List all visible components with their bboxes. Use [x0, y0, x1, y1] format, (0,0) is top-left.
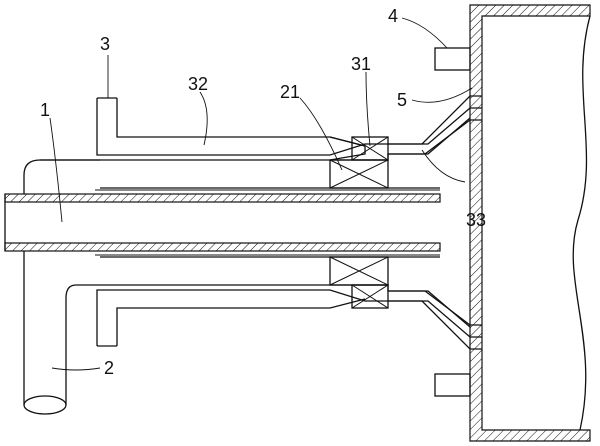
furnace-wall — [469, 4, 591, 442]
secondary-pipe-lower-inner — [97, 298, 366, 347]
cone-31-upper — [351, 136, 389, 161]
cone-31-lower-cross — [351, 284, 389, 309]
label-33: 33 — [466, 210, 486, 230]
label-31: 31 — [351, 54, 371, 74]
wall-mount-bottom — [434, 373, 471, 397]
leader-5 — [411, 87, 473, 103]
leader-32 — [199, 91, 208, 146]
label-5: 5 — [397, 90, 407, 110]
leader-21 — [299, 97, 343, 171]
swirler-lower-cross — [329, 256, 389, 286]
label-3: 3 — [100, 34, 110, 54]
label-32: 32 — [188, 74, 208, 94]
wall-mount-top — [434, 47, 471, 71]
inlet-pipe-lower-outer — [65, 284, 100, 405]
central-pipe-wall-bottom — [4, 242, 441, 252]
cone-31-lower — [351, 284, 389, 309]
leader-31 — [365, 71, 371, 147]
leader-1 — [49, 117, 63, 223]
cone-31-upper-cross — [351, 136, 389, 161]
inlet-pipe-opening — [23, 395, 67, 415]
leader-4 — [401, 17, 448, 49]
diffuser-lower — [388, 300, 482, 350]
diffuser-lower-inner — [388, 290, 471, 328]
label-2: 2 — [104, 358, 114, 378]
diffuser-upper-inner — [388, 117, 471, 155]
label-4: 4 — [388, 6, 398, 26]
swirler-upper-cross — [329, 159, 389, 189]
secondary-pipe-upper-inner — [97, 97, 366, 147]
central-pipe-wall-top — [4, 193, 441, 203]
leader-2 — [51, 367, 101, 371]
label-1: 1 — [40, 100, 50, 120]
nozzle-cone-upper — [329, 136, 366, 161]
diffuser-upper — [388, 95, 482, 145]
inlet-pipe — [23, 159, 100, 194]
break-line — [572, 15, 591, 431]
secondary-pipe-lower — [96, 289, 482, 346]
leader-33 — [421, 149, 466, 183]
label-21: 21 — [280, 82, 300, 102]
secondary-pipe-upper — [96, 98, 482, 156]
